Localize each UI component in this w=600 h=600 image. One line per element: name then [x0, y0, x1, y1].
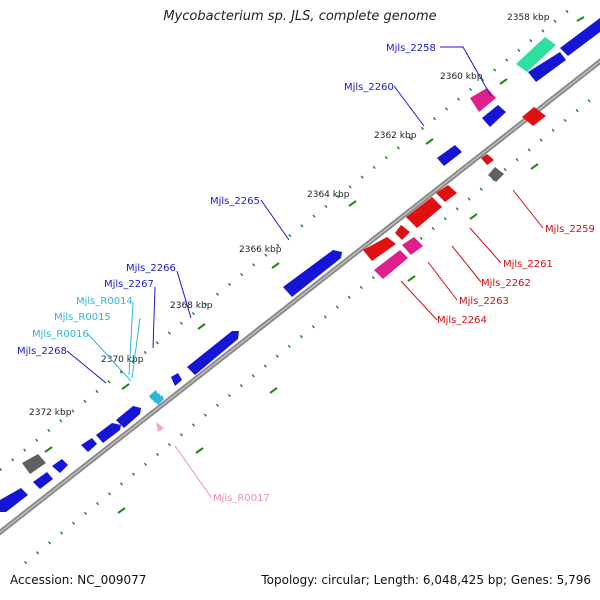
- gene-block-R0016: [155, 395, 164, 405]
- gene-block-2258-rna: [470, 88, 496, 112]
- gene-block-2262: [406, 197, 442, 228]
- leader-2259: [512, 189, 544, 229]
- gene-label-2265[interactable]: Mjls_2265: [210, 196, 260, 207]
- gene-block-2263-rna: [402, 237, 423, 255]
- tick-label-2358: 2358 kbp: [507, 13, 550, 23]
- tick-mark-2360: [499, 78, 508, 85]
- gene-label-2266[interactable]: Mjls_2266: [126, 263, 176, 274]
- tick-mark-2364: [348, 200, 357, 207]
- reverse-genes: [363, 107, 546, 261]
- accession-text: Accession: NC_009077: [10, 573, 147, 587]
- gene-label-2268[interactable]: Mjls_2268: [17, 346, 67, 357]
- tick-label-2370: 2370 kbp: [101, 355, 144, 365]
- gene-block-2258: [516, 37, 556, 72]
- leader-2260: [393, 85, 425, 127]
- tick-mark-2370: [121, 383, 130, 390]
- gene-block-2259: [522, 107, 546, 126]
- gene-block-2263: [395, 225, 410, 240]
- tick-mark-inner-4: [269, 387, 278, 394]
- gene-block-2257: [560, 18, 600, 56]
- gene-label-2261[interactable]: Mjls_2261: [503, 259, 553, 270]
- gene-block-2274: [0, 488, 28, 512]
- tick-mark-inner-3: [407, 275, 416, 282]
- gene-block-2267: [171, 373, 182, 386]
- map-title: Mycobacterium sp. JLS, complete genome: [163, 9, 437, 24]
- leader-R0014: [128, 301, 134, 376]
- gene-block-2272: [52, 459, 68, 473]
- gene-block-2271: [81, 438, 97, 452]
- gene-label-R0017[interactable]: Mjls_R0017: [213, 493, 270, 504]
- leader-2258: [440, 46, 492, 97]
- tick-label-2364: 2364 kbp: [307, 190, 350, 200]
- leader-2264: [400, 280, 438, 321]
- gene-block-2261: [436, 185, 457, 202]
- track-inner-dots: [24, 98, 591, 565]
- gene-label-2262[interactable]: Mjls_2262: [481, 278, 531, 289]
- gene-block-2260b: [437, 145, 462, 166]
- gene-block-2257b: [528, 52, 566, 82]
- major-ticks: [44, 16, 585, 514]
- forward-genes: [0, 18, 600, 512]
- tick-mark-2372: [44, 446, 53, 453]
- tick-mark-2358: [576, 16, 585, 22]
- tick-mark-inner-6: [117, 507, 126, 514]
- gene-block-grey-2: [488, 167, 504, 182]
- leader-2268: [66, 350, 107, 384]
- tick-mark-inner-5: [195, 447, 204, 454]
- gene-block-R0014: [149, 390, 158, 400]
- gene-label-R0016[interactable]: Mjls_R0016: [32, 329, 89, 340]
- tick-label-2372: 2372 kbp: [29, 408, 72, 418]
- gene-block-R0017: [156, 422, 164, 432]
- leader-2262: [451, 245, 482, 283]
- gene-label-R0014[interactable]: Mjls_R0014: [76, 296, 133, 307]
- gene-block-grey-1: [22, 454, 46, 474]
- gene-label-R0015[interactable]: Mjls_R0015: [54, 312, 111, 323]
- leader-R0016: [87, 333, 132, 382]
- gene-label-2267[interactable]: Mjls_2267: [104, 279, 154, 290]
- leader-2263: [427, 261, 458, 301]
- gene-label-2260[interactable]: Mjls_2260: [344, 82, 394, 93]
- trna-genes: [149, 390, 164, 405]
- leader-R0017: [174, 445, 212, 498]
- leader-2267: [152, 286, 156, 349]
- gene-block-2269: [116, 406, 141, 428]
- tick-mark-inner-1: [530, 163, 539, 170]
- genome-summary-text: Topology: circular; Length: 6,048,425 bp…: [261, 573, 591, 587]
- gene-block-2265: [283, 250, 342, 297]
- gene-block-2260: [482, 105, 506, 127]
- leader-2266: [176, 270, 192, 319]
- tick-label-2360: 2360 kbp: [440, 72, 483, 82]
- gene-label-2264[interactable]: Mjls_2264: [437, 315, 487, 326]
- gene-label-2259[interactable]: Mjls_2259: [545, 224, 595, 235]
- tick-mark-inner-2: [469, 213, 478, 220]
- rna-genes-inner: [374, 237, 423, 279]
- tick-label-2368: 2368 kbp: [170, 301, 213, 311]
- tick-mark-2366: [271, 262, 280, 269]
- gene-block-R0015: [152, 393, 161, 403]
- gene-block-2264-rna: [374, 250, 408, 279]
- leader-2265: [260, 199, 290, 241]
- leader-2261: [469, 227, 502, 264]
- gene-label-2258[interactable]: Mjls_2258: [386, 43, 436, 54]
- gene-block-2266: [187, 331, 239, 375]
- gene-block-2259b: [481, 154, 494, 165]
- leader-R0015: [131, 317, 141, 379]
- tick-label-2362: 2362 kbp: [374, 131, 417, 141]
- gene-block-2273: [33, 472, 53, 489]
- gene-block-2264: [363, 237, 396, 261]
- gene-block-2270: [96, 423, 121, 443]
- tick-mark-2368: [197, 323, 206, 330]
- tick-label-2366: 2366 kbp: [239, 245, 282, 255]
- tick-mark-2362: [425, 138, 434, 145]
- label-leaders: [66, 46, 544, 498]
- gene-label-2263[interactable]: Mjls_2263: [459, 296, 509, 307]
